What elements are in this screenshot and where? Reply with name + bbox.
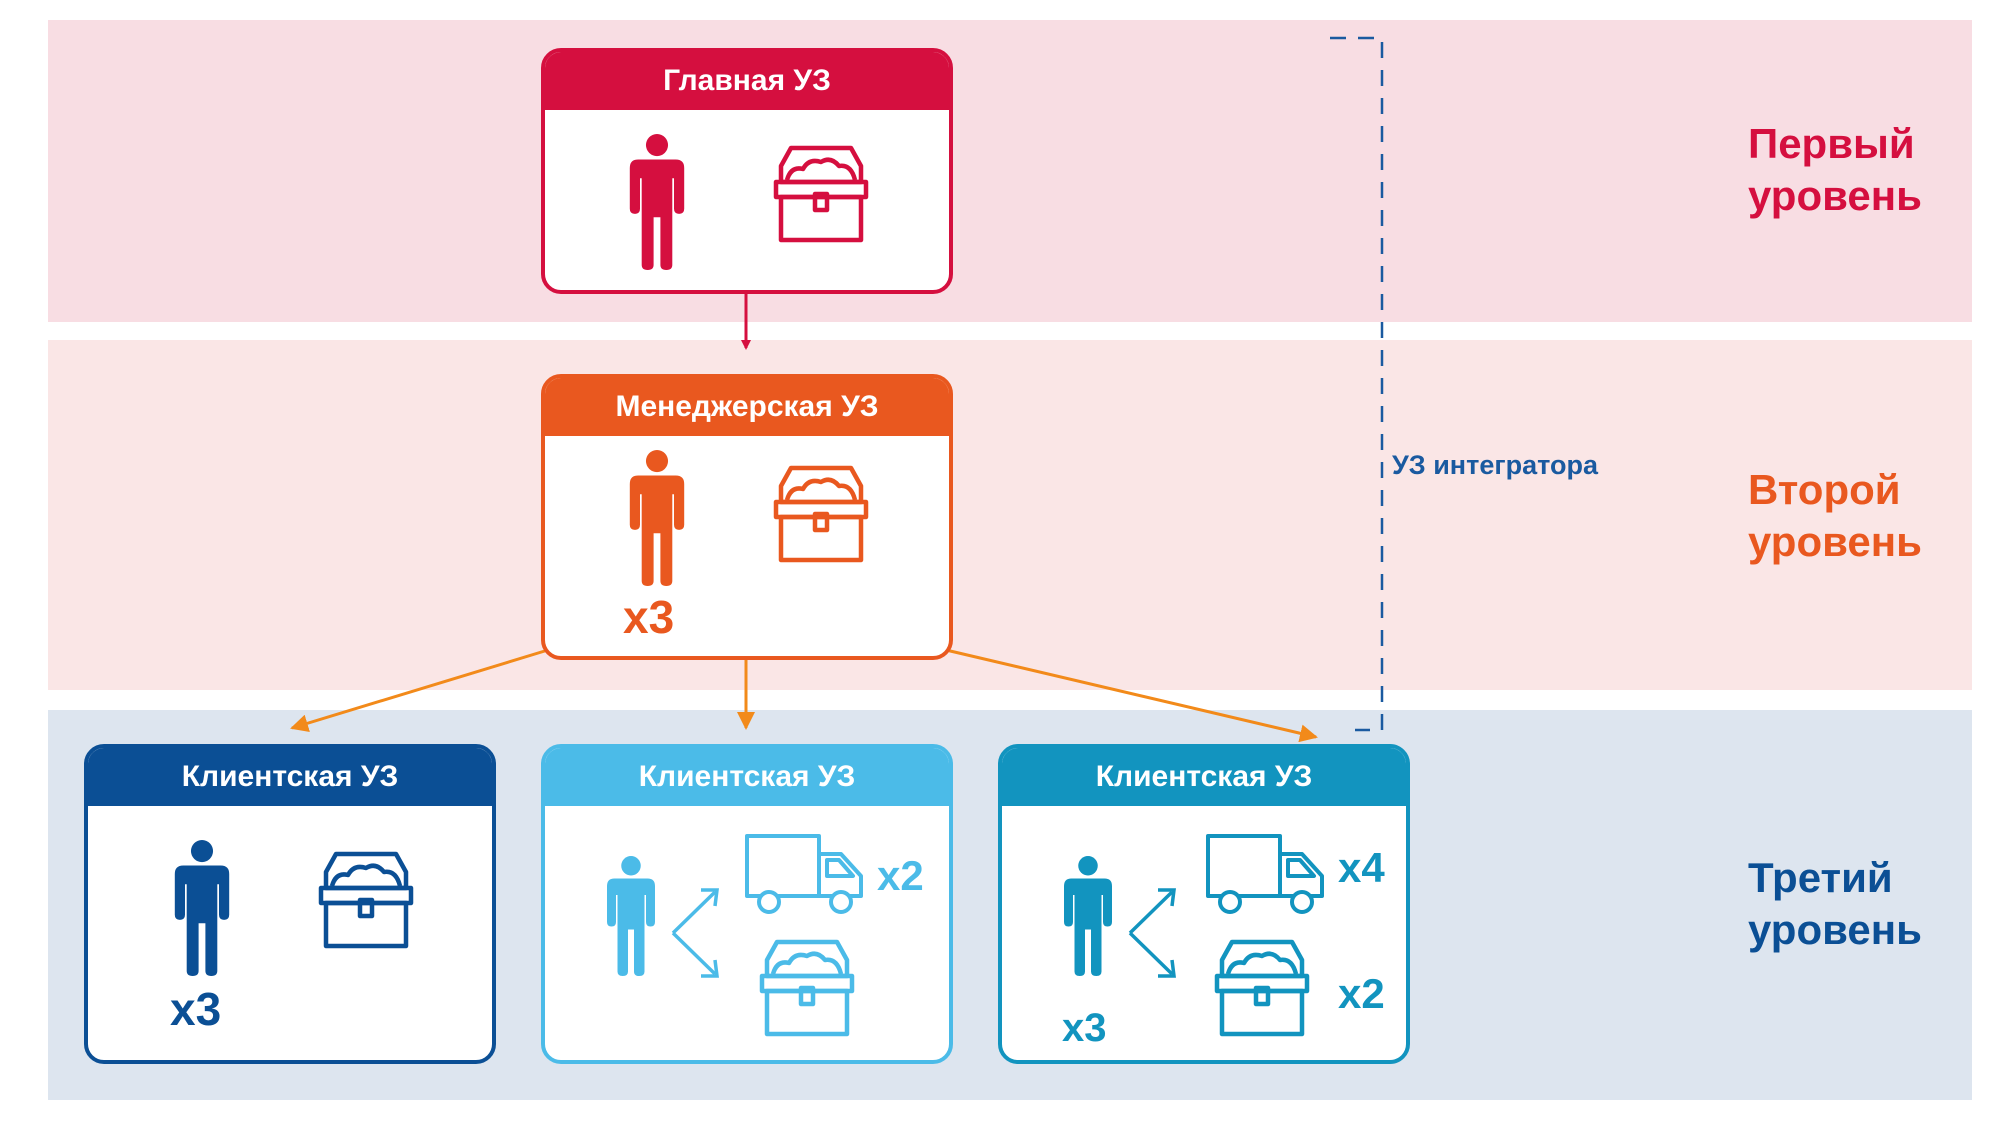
treasure-chest-icon [773,145,869,243]
treasure-chest-icon [773,465,869,563]
node-client-2: Клиентская УЗ x2 [541,744,953,1064]
node-manager: Менеджерская УЗ x3 [541,374,953,660]
chest-multiplier: x2 [1338,970,1385,1017]
treasure-chest-icon [1214,939,1310,1037]
truck-icon [1206,834,1324,914]
node-manager-title: Менеджерская УЗ [545,378,949,436]
person-icon [174,840,230,976]
person-icon [607,856,655,976]
truck-icon [745,834,863,914]
person-multiplier: x3 [170,983,222,1035]
node-main: Главная УЗ [541,48,953,294]
branch-arrows-icon [1128,888,1176,978]
person-multiplier: x3 [623,591,675,643]
integrator-label: УЗ интегратора [1392,450,1598,480]
truck-multiplier: x4 [1338,844,1385,891]
level-1-label: Первый уровень [1748,120,1922,219]
level-2-band [48,340,1972,690]
branch-arrows-icon [671,888,719,978]
person-icon [1064,856,1112,976]
node-main-title: Главная УЗ [545,52,949,110]
node-client-2-title: Клиентская УЗ [545,748,949,806]
node-client-3: Клиентская УЗ x4 x2 x3 [998,744,1410,1064]
level-3-label: Третий уровень [1748,854,1922,953]
arrow-manager-to-client3 [945,648,1318,743]
level-1-band [48,20,1972,322]
truck-multiplier: x2 [877,852,924,899]
node-client-1-title: Клиентская УЗ [88,748,492,806]
treasure-chest-icon [318,851,414,949]
treasure-chest-icon [759,939,855,1037]
arrow-manager-to-client1 [290,648,549,732]
person-icon [629,134,685,270]
integrator-bracket [1330,36,1384,732]
level-2-label: Второй уровень [1748,466,1922,565]
person-multiplier: x3 [1062,1006,1107,1050]
node-client-3-title: Клиентская УЗ [1002,748,1406,806]
person-icon [629,450,685,586]
node-client-1: Клиентская УЗ x3 [84,744,496,1064]
